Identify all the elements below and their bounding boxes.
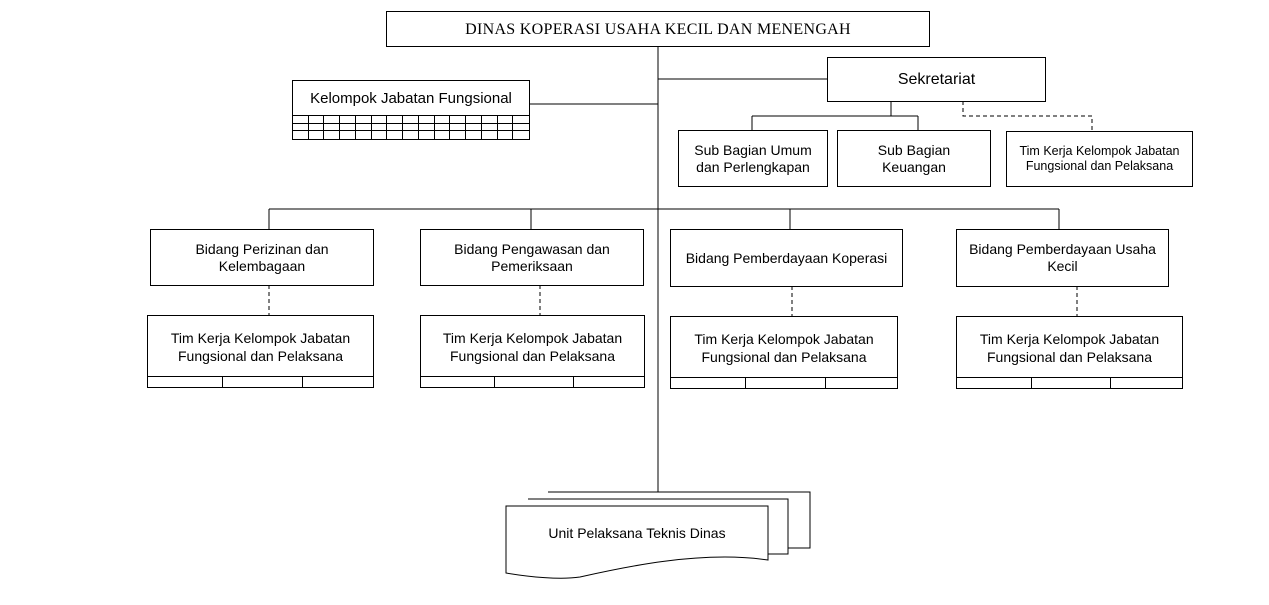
division-team-label: Tim Kerja Kelompok Jabatan Fungsional da… bbox=[170, 329, 351, 364]
secretariat-team-label: Tim Kerja Kelompok Jabatan Fungsional da… bbox=[1019, 144, 1180, 173]
division-cooperative-label: Bidang Pemberdayaan Koperasi bbox=[685, 249, 888, 266]
division-team-box: Tim Kerja Kelompok Jabatan Fungsional da… bbox=[670, 316, 898, 389]
division-team-box: Tim Kerja Kelompok Jabatan Fungsional da… bbox=[956, 316, 1183, 389]
subunit-finance-label: Sub Bagian Keuangan bbox=[877, 141, 951, 175]
division-small-business-box: Bidang Pemberdayaan Usaha Kecil bbox=[956, 229, 1169, 287]
division-team-label: Tim Kerja Kelompok Jabatan Fungsional da… bbox=[979, 330, 1160, 365]
team-cells bbox=[148, 376, 373, 387]
functional-group-box: Kelompok Jabatan Fungsional bbox=[292, 80, 530, 140]
functional-group-grid bbox=[293, 115, 529, 139]
division-supervision-box: Bidang Pengawasan dan Pemeriksaan bbox=[420, 229, 644, 286]
secretariat-team-dashed-link bbox=[962, 101, 1093, 131]
functional-group-label: Kelompok Jabatan Fungsional bbox=[310, 89, 512, 107]
division-licensing-label: Bidang Perizinan dan Kelembagaan bbox=[195, 240, 329, 274]
team-cells bbox=[421, 376, 644, 387]
team-cells bbox=[671, 377, 897, 388]
division-supervision-label: Bidang Pengawasan dan Pemeriksaan bbox=[454, 240, 610, 274]
team-cells bbox=[957, 377, 1182, 388]
division-team-label: Tim Kerja Kelompok Jabatan Fungsional da… bbox=[442, 329, 623, 364]
technical-unit-document-stack bbox=[505, 491, 811, 579]
division-cooperative-box: Bidang Pemberdayaan Koperasi bbox=[670, 229, 903, 287]
secretariat-box: Sekretariat bbox=[827, 57, 1046, 102]
subunit-general-affairs-box: Sub Bagian Umum dan Perlengkapan bbox=[678, 130, 828, 187]
division-team-box: Tim Kerja Kelompok Jabatan Fungsional da… bbox=[147, 315, 374, 388]
division-licensing-box: Bidang Perizinan dan Kelembagaan bbox=[150, 229, 374, 286]
agency-head-label: DINAS KOPERASI USAHA KECIL DAN MENENGAH bbox=[465, 20, 851, 38]
subunit-finance-box: Sub Bagian Keuangan bbox=[837, 130, 991, 187]
subunit-general-affairs-label: Sub Bagian Umum dan Perlengkapan bbox=[694, 141, 812, 175]
division-team-label: Tim Kerja Kelompok Jabatan Fungsional da… bbox=[694, 330, 874, 365]
agency-head-box: DINAS KOPERASI USAHA KECIL DAN MENENGAH bbox=[386, 11, 930, 47]
secretariat-label: Sekretariat bbox=[897, 71, 976, 88]
secretariat-team-box: Tim Kerja Kelompok Jabatan Fungsional da… bbox=[1006, 131, 1193, 187]
technical-unit-label: Unit Pelaksana Teknis Dinas bbox=[548, 525, 726, 541]
division-small-business-label: Bidang Pemberdayaan Usaha Kecil bbox=[969, 241, 1156, 274]
division-team-box: Tim Kerja Kelompok Jabatan Fungsional da… bbox=[420, 315, 645, 388]
